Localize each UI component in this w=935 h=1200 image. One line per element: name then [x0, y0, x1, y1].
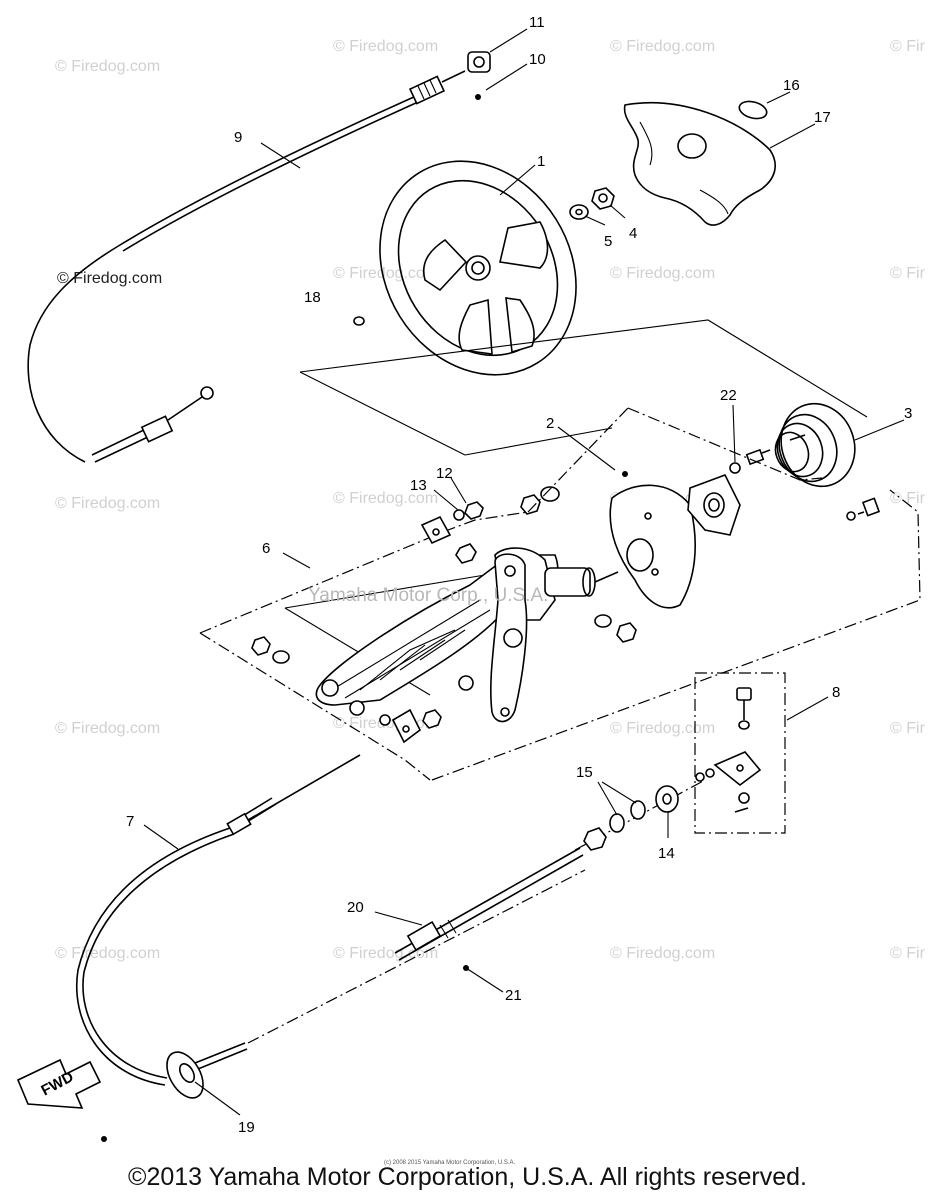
part-6-bracket: [315, 547, 619, 706]
callout-19: 19: [238, 1119, 255, 1136]
part-8-kit: [694, 672, 786, 834]
lever: [490, 553, 528, 723]
nut: [520, 494, 541, 515]
part-10-pin: [475, 94, 481, 100]
callout-3: 3: [904, 405, 912, 422]
washer: [272, 650, 290, 664]
part-15-washer: [630, 800, 646, 820]
part-20-rod: [394, 847, 584, 961]
watermark: © Firedog.com: [333, 945, 439, 962]
cable-end: [420, 515, 452, 545]
callout-16: 16: [783, 77, 800, 94]
cable-end: [379, 708, 422, 744]
nut: [583, 827, 607, 851]
nut: [616, 622, 637, 643]
watermark: © Firedog.com: [57, 270, 163, 287]
washer: [594, 614, 612, 628]
callout-7: 7: [126, 813, 134, 830]
part-1-steering-wheel: [379, 160, 577, 376]
watermark: © Firedog.com: [610, 265, 716, 282]
watermark: © Firedog.com: [55, 720, 161, 737]
nut: [422, 709, 442, 729]
callout-22: 22: [720, 387, 737, 404]
callout-14: 14: [658, 845, 675, 862]
part-15-washer: [609, 813, 625, 833]
callout-8: 8: [832, 684, 840, 701]
callout-15: 15: [576, 764, 593, 781]
callout-2: 2: [546, 415, 554, 432]
watermark: © Fir: [890, 490, 925, 507]
part-22-washer: [729, 462, 741, 474]
bolt: [857, 497, 881, 517]
callout-1: 1: [537, 153, 545, 170]
part-16-emblem: [738, 100, 768, 120]
watermark: © Firedog.com: [333, 38, 439, 55]
nut: [251, 636, 271, 656]
part-17-cover: [623, 101, 776, 226]
callout-21: 21: [505, 987, 522, 1004]
watermark: © Firedog.com: [333, 490, 439, 507]
callout-12: 12: [436, 465, 453, 482]
part-5-washer: [569, 204, 589, 220]
watermark-center: Yamaha Motor Corp., U.S.A.: [308, 585, 549, 606]
callout-17: 17: [814, 109, 831, 126]
callout-5: 5: [604, 233, 612, 250]
nut: [455, 543, 477, 564]
watermark: © Firedog.com: [610, 945, 716, 962]
callout-18: 18: [304, 289, 321, 306]
part-9-cable: [27, 70, 466, 463]
pin: [622, 471, 628, 477]
watermark: © Firedog.com: [610, 38, 716, 55]
assembly-line-wheel: [299, 319, 868, 418]
washer: [540, 486, 560, 502]
callout-6: 6: [262, 540, 270, 557]
part-14-bushing: [655, 785, 679, 813]
bushing: [349, 700, 365, 716]
part-13-washer: [453, 509, 465, 521]
watermark: © Firedog.com: [610, 720, 716, 737]
part-11-cap: [467, 51, 491, 73]
watermark: © Fir: [890, 38, 925, 55]
part-7-cable: [76, 754, 361, 1099]
callout-20: 20: [347, 899, 364, 916]
fwd-arrow-icon: FWD: [16, 1058, 102, 1109]
callout-13: 13: [410, 477, 427, 494]
part-12-nut: [464, 501, 484, 520]
assembly-box-6: [199, 511, 529, 634]
watermark: © Firedog.com: [333, 265, 439, 282]
washer: [846, 511, 856, 521]
part-2-plate: [609, 484, 696, 609]
flange: [687, 474, 741, 536]
copyright-footer: ©2013 Yamaha Motor Corporation, U.S.A. A…: [128, 1163, 807, 1191]
part-3-hub: [774, 402, 856, 488]
callout-10: 10: [529, 51, 546, 68]
watermark: © Fir: [890, 265, 925, 282]
part-18-clip: [353, 316, 365, 326]
pin: [101, 1136, 107, 1142]
watermark: © Fir: [890, 720, 925, 737]
callout-4: 4: [629, 225, 637, 242]
callout-9: 9: [234, 129, 242, 146]
watermark: © Firedog.com: [55, 495, 161, 512]
watermark: © Fir: [890, 945, 925, 962]
watermark: © Firedog.com: [55, 58, 161, 75]
callout-11: 11: [529, 14, 545, 31]
copyright-small: (c) 2008 2015 Yamaha Motor Corporation, …: [384, 1160, 516, 1166]
